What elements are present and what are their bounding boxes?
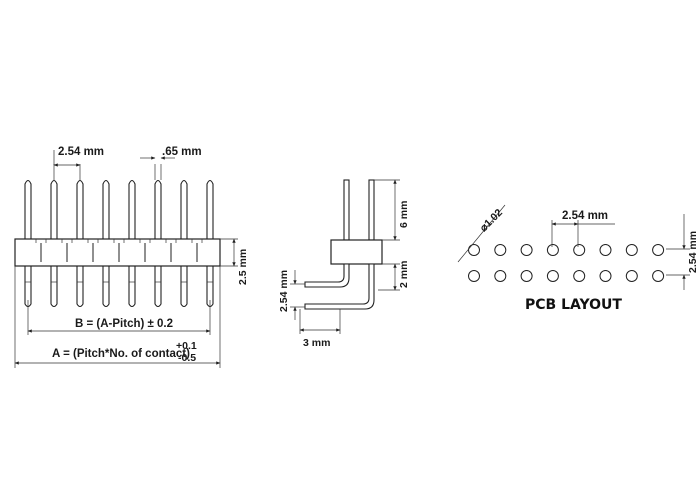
dim-a: A = (Pitch*No. of contact) +0.1 -0.5 — [14, 266, 221, 368]
pcb-hole — [652, 270, 665, 282]
pcb-hole — [625, 270, 638, 282]
pcb-hole — [468, 244, 480, 256]
dim-a-label: A = (Pitch*No. of contact) — [52, 348, 190, 360]
upper-length-label: 6 mm — [398, 201, 410, 228]
lower-length-label: 2 mm — [398, 261, 410, 288]
pcb-hole — [573, 270, 586, 282]
row-pitch-label: 2.54 mm — [278, 270, 290, 312]
upper-length-dimension: 6 mm — [374, 179, 410, 241]
pcb-pitch-dimension: 2.54 mm — [551, 210, 615, 247]
row-pitch-dimension: 2.54 mm — [278, 270, 305, 320]
pcb-hole — [599, 244, 612, 256]
pcb-hole — [546, 244, 559, 256]
front-plastic-body — [14, 238, 221, 267]
body-height-dimension: 2.5 mm — [220, 238, 249, 285]
front-body-dividers — [35, 239, 203, 262]
pcb-pitch-label: 2.54 mm — [562, 210, 608, 222]
pcb-layout-title: PCB LAYOUT — [525, 297, 622, 313]
pcb-holes — [468, 244, 665, 282]
hole-dia-label: ⌀1.02 — [478, 207, 506, 235]
pcb-hole — [599, 270, 612, 282]
pcb-layout: ⌀1.02 2.54 mm 2.54 mm PCB LAYOUT — [457, 204, 699, 313]
pitch-label: 2.54 mm — [58, 146, 104, 158]
body-height-label: 2.5 mm — [237, 249, 249, 285]
pcb-hole — [494, 270, 507, 282]
side-pin-1-upper — [343, 179, 350, 241]
lower-length-dimension: 2 mm — [378, 261, 410, 291]
pcb-row-pitch-dimension: 2.54 mm — [666, 214, 699, 290]
pcb-hole — [468, 270, 480, 282]
pin-width-dimension: .65 mm — [140, 146, 202, 180]
pcb-hole — [573, 244, 586, 256]
foot-dimension: 3 mm — [299, 309, 341, 349]
pin-width-label: .65 mm — [162, 146, 202, 158]
pcb-hole — [520, 244, 533, 256]
pcb-row-pitch-label: 2.54 mm — [687, 231, 699, 273]
dim-a-tol-plus: +0.1 — [176, 340, 197, 352]
front-view: 2.54 mm .65 mm 2.5 mm B = (A-Pitch) ± 0.… — [14, 146, 249, 368]
pcb-hole — [546, 270, 559, 282]
dim-a-tol-minus: -0.5 — [178, 352, 196, 364]
foot-label: 3 mm — [303, 337, 330, 349]
side-pin-2-upper — [368, 179, 375, 241]
pcb-hole — [494, 244, 507, 256]
pitch-dimension: 2.54 mm — [53, 146, 104, 180]
pcb-hole — [625, 244, 638, 256]
side-view: 6 mm 2 mm 2.54 mm 3 mm — [278, 179, 410, 349]
pcb-hole — [520, 270, 533, 282]
dim-b-label: B = (A-Pitch) ± 0.2 — [75, 318, 173, 330]
side-pin-2-bent — [304, 263, 375, 310]
side-plastic-body — [330, 239, 383, 265]
side-pin-1-bent — [304, 263, 350, 288]
pcb-hole — [652, 244, 665, 256]
dim-b: B = (A-Pitch) ± 0.2 — [27, 300, 211, 335]
